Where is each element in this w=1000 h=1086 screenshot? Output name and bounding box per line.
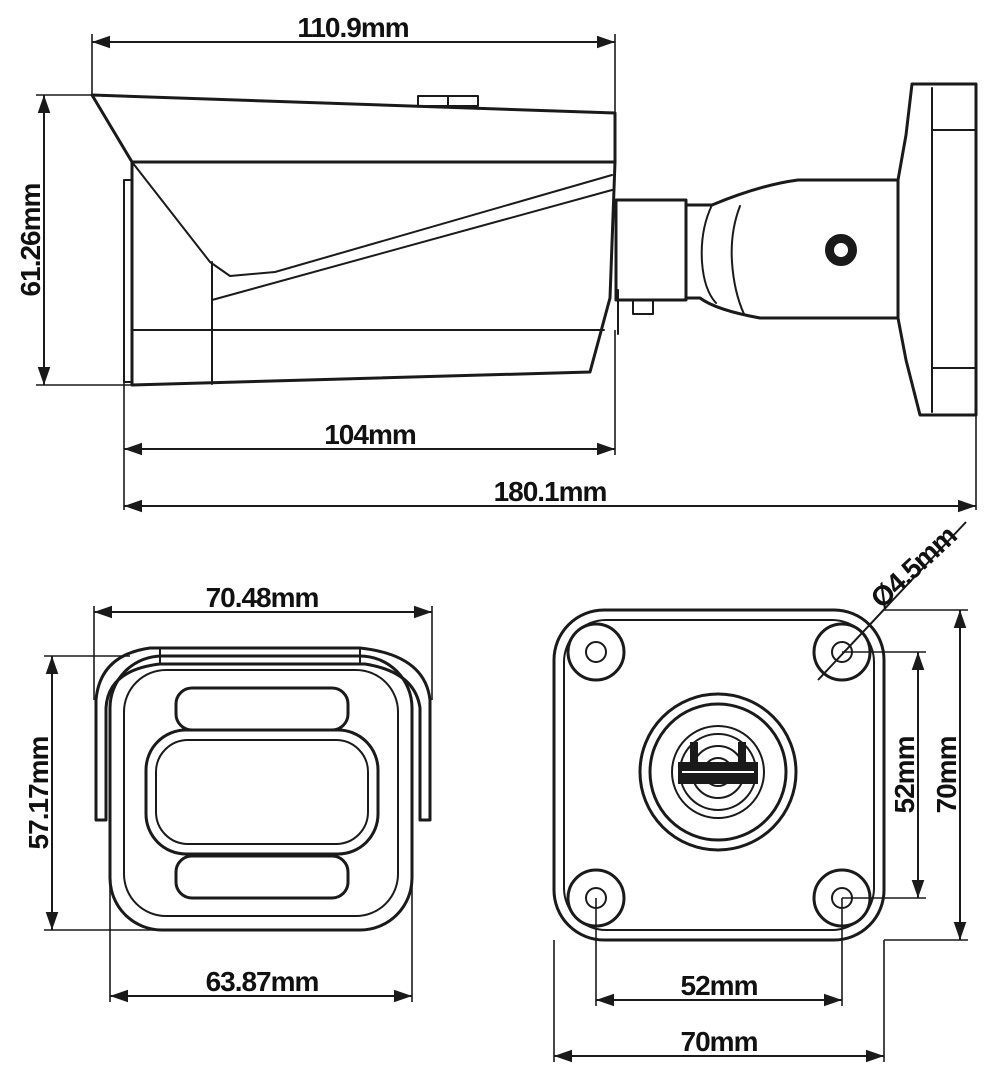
side-ball-joint xyxy=(684,178,900,320)
label-side-height: 61.26mm xyxy=(15,183,46,296)
label-hole-spacing-vertical: 52mm xyxy=(889,736,920,813)
side-view: 110.9mm 61.26mm 104mm 180.1mm xyxy=(15,12,978,513)
mount-view: Ø4.5mm 52mm 70mm 52mm 70mm xyxy=(552,520,968,1063)
front-housing xyxy=(108,654,414,932)
front-lens-window xyxy=(144,728,380,856)
label-plate-width: 70mm xyxy=(681,1026,758,1057)
label-plate-height: 70mm xyxy=(931,736,962,813)
label-body-length: 104mm xyxy=(324,419,416,450)
label-hole-spacing-horizontal: 52mm xyxy=(681,970,758,1001)
label-front-height: 57.17mm xyxy=(23,736,54,849)
mount-center-joint xyxy=(638,692,798,852)
side-body-housing xyxy=(130,160,617,387)
label-hole-diameter: Ø4.5mm xyxy=(865,520,963,614)
side-mount-plate xyxy=(896,82,978,417)
front-ir-window-top xyxy=(174,686,350,732)
label-top-length: 110.9mm xyxy=(297,12,408,43)
label-front-bottom-width: 63.87mm xyxy=(206,966,319,997)
label-total-length: 180.1mm xyxy=(494,476,607,507)
front-sun-shield xyxy=(94,646,432,822)
mount-hole-top-left xyxy=(566,622,626,682)
label-front-top-width: 70.48mm xyxy=(206,582,319,613)
dim-leader-hole-diameter xyxy=(817,521,967,681)
front-ir-window-bottom xyxy=(174,854,350,900)
side-sun-shield xyxy=(90,93,617,164)
side-neck xyxy=(614,198,688,302)
front-view: 70.48mm 57.17mm 63.87mm xyxy=(23,582,433,1003)
